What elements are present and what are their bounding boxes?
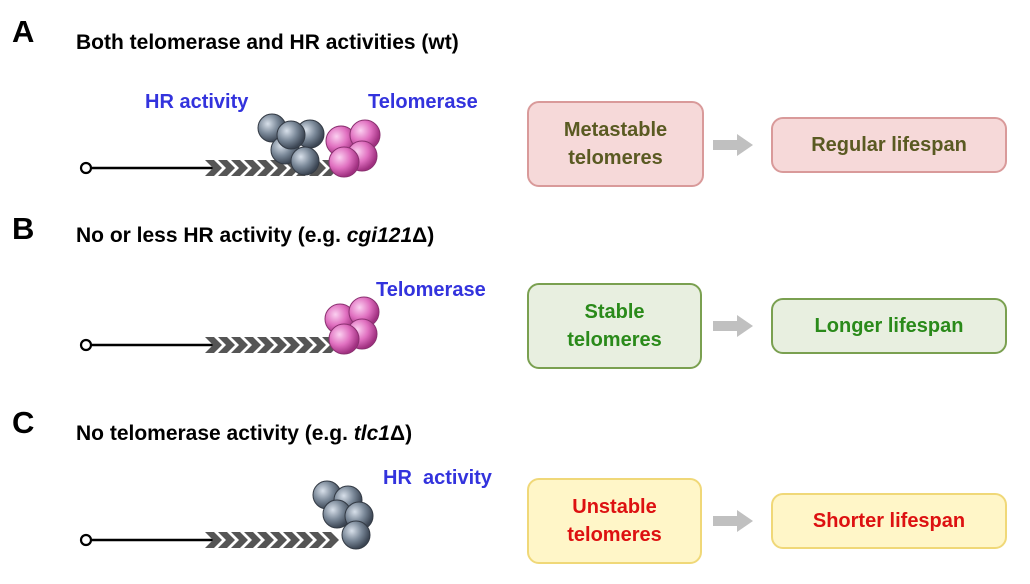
state-line: telomeres bbox=[568, 147, 663, 169]
title-text: Δ) bbox=[412, 224, 435, 247]
title-text: No or less HR activity (e.g. bbox=[76, 224, 347, 247]
panel-letter: B bbox=[12, 211, 35, 246]
lifespan-box: Shorter lifespan bbox=[771, 493, 1007, 549]
arrow-icon bbox=[713, 315, 753, 337]
arrow-icon bbox=[713, 134, 753, 156]
dna-strand bbox=[79, 532, 339, 548]
telomerase-label: Telomerase bbox=[368, 91, 478, 113]
panel-a: A Both telomerase and HR activities (wt) bbox=[0, 0, 1030, 195]
state-line: Stable bbox=[584, 301, 645, 323]
telomerase-label: Telomerase bbox=[376, 279, 486, 301]
telomerase-complex bbox=[325, 119, 381, 178]
title-text: Δ) bbox=[389, 422, 413, 445]
arrow-icon bbox=[713, 510, 753, 532]
lifespan-box: Longer lifespan bbox=[771, 298, 1007, 354]
hr-activity-label: HR activity bbox=[145, 91, 249, 113]
telomere-diagram bbox=[79, 480, 753, 550]
telomere-state-box: Metastable telomeres bbox=[527, 101, 704, 187]
telomere-diagram bbox=[79, 296, 753, 355]
state-line: Metastable bbox=[563, 119, 668, 141]
panel-b: B No or less HR activity (e.g. cgi121Δ) bbox=[0, 195, 1030, 390]
panel-title: No or less HR activity (e.g. cgi121Δ) bbox=[76, 224, 434, 248]
telomere-diagram bbox=[79, 113, 753, 178]
lifespan-box: Regular lifespan bbox=[771, 117, 1007, 173]
hr-activity-label: HR activity bbox=[383, 467, 492, 489]
telomere-repeats bbox=[205, 532, 339, 548]
telomere-state-box: Stable telomeres bbox=[527, 283, 702, 369]
panel-title: Both telomerase and HR activities (wt) bbox=[76, 31, 459, 54]
panel-letter: A bbox=[12, 14, 35, 49]
hr-complex bbox=[257, 113, 325, 176]
panel-title: No telomerase activity (e.g. tlc1Δ) bbox=[76, 422, 412, 446]
state-line: telomeres bbox=[567, 524, 662, 546]
telomere-state-box: Unstable telomeres bbox=[527, 478, 702, 564]
gene-name: cgi121 bbox=[346, 224, 413, 247]
panel-letter: C bbox=[12, 405, 35, 440]
gene-name: tlc1 bbox=[353, 422, 390, 445]
panel-c: C No telomerase activity (e.g. tlc1Δ) bbox=[0, 390, 1030, 584]
state-line: Unstable bbox=[572, 496, 657, 518]
state-line: telomeres bbox=[567, 329, 662, 351]
dna-strand bbox=[79, 337, 339, 353]
title-text: No telomerase activity (e.g. bbox=[76, 422, 354, 445]
telomerase-complex bbox=[324, 296, 380, 355]
telomere-repeats bbox=[205, 337, 339, 353]
hr-complex bbox=[312, 480, 374, 550]
